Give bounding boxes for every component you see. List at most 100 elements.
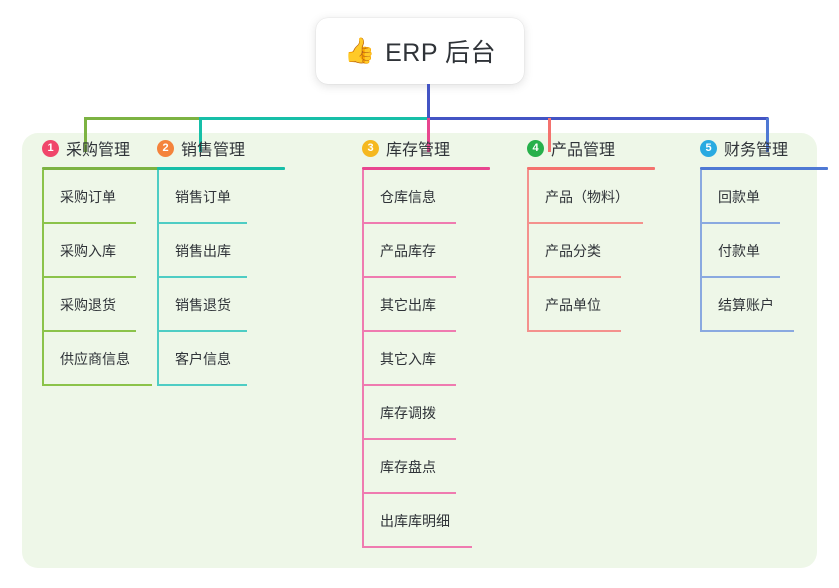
branch-items-5: 回款单 付款单 结算账户: [690, 170, 820, 332]
item-rule: [157, 222, 247, 224]
item-rule: [700, 222, 780, 224]
branch-underline-4: [527, 167, 655, 170]
item-rule: [362, 276, 456, 278]
branch-spine-3: [362, 170, 364, 548]
list-item[interactable]: 回款单: [690, 170, 820, 224]
branch-column-2: 2 销售管理 销售订单 销售出库 销售退货 客户信息: [147, 133, 285, 386]
thumbs-up-icon: 👍: [343, 36, 376, 65]
list-item[interactable]: 销售订单: [147, 170, 277, 224]
list-item[interactable]: 产品分类: [517, 224, 657, 278]
list-item[interactable]: 结算账户: [690, 278, 820, 332]
list-item[interactable]: 仓库信息: [352, 170, 492, 224]
item-label: 其它入库: [380, 351, 436, 367]
branch-underline-2: [157, 167, 285, 170]
diagram-panel: [22, 133, 817, 568]
branch-column-1: 1 采购管理 采购订单 采购入库 采购退货 供应商信: [32, 133, 170, 386]
branch-column-3: 3 库存管理 仓库信息 产品库存 其它出库 其它入库: [352, 133, 492, 548]
item-label: 回款单: [718, 189, 760, 205]
item-rule: [700, 330, 794, 332]
branch-underline-1: [42, 167, 170, 170]
item-label: 仓库信息: [380, 189, 436, 205]
item-label: 销售退货: [175, 297, 231, 313]
list-item[interactable]: 采购入库: [32, 224, 162, 278]
list-item[interactable]: 产品单位: [517, 278, 657, 332]
branch-underline-3: [362, 167, 490, 170]
item-rule: [157, 276, 247, 278]
list-item[interactable]: 销售退货: [147, 278, 277, 332]
branch-badge-1: 1: [42, 139, 59, 157]
item-rule: [157, 384, 247, 386]
list-item[interactable]: 销售出库: [147, 224, 277, 278]
root-node-title: ERP 后台: [385, 39, 497, 67]
columns-container: 1 采购管理 采购订单 采购入库 采购退货 供应商信: [22, 133, 828, 568]
branch-title-3: 库存管理: [386, 142, 451, 159]
list-item[interactable]: 其它出库: [352, 278, 492, 332]
item-label: 供应商信息: [60, 351, 130, 367]
item-rule: [42, 330, 136, 332]
list-item[interactable]: 供应商信息: [32, 332, 162, 386]
list-item[interactable]: 客户信息: [147, 332, 277, 386]
item-rule: [362, 438, 456, 440]
branch-column-5: 5 财务管理 回款单 付款单 结算账户: [690, 133, 828, 332]
list-item[interactable]: 产品库存: [352, 224, 492, 278]
item-label: 产品单位: [545, 297, 601, 313]
branch-spine-5: [700, 170, 702, 332]
item-label: 付款单: [718, 243, 760, 259]
branch-header-5[interactable]: 5 财务管理: [690, 133, 820, 163]
branch-badge-3: 3: [362, 139, 379, 157]
branch-header-3[interactable]: 3 库存管理: [352, 133, 492, 163]
list-item[interactable]: 采购订单: [32, 170, 162, 224]
branch-spine-2: [157, 170, 159, 386]
item-label: 其它出库: [380, 297, 436, 313]
list-item[interactable]: 付款单: [690, 224, 820, 278]
item-rule: [362, 384, 456, 386]
item-rule: [42, 276, 136, 278]
item-label: 库存盘点: [380, 459, 436, 475]
item-label: 采购退货: [60, 297, 116, 313]
item-label: 采购订单: [60, 189, 116, 205]
root-node-card[interactable]: 👍 ERP 后台: [316, 18, 524, 84]
item-label: 结算账户: [718, 297, 774, 313]
item-label: 出库库明细: [380, 513, 450, 529]
item-rule: [362, 330, 456, 332]
item-rule: [42, 222, 136, 224]
item-rule: [157, 330, 247, 332]
item-rule: [527, 330, 621, 332]
list-item[interactable]: 其它入库: [352, 332, 492, 386]
branch-badge-2: 2: [157, 139, 174, 157]
item-rule: [527, 276, 621, 278]
branch-header-1[interactable]: 1 采购管理: [32, 133, 162, 163]
item-rule: [700, 276, 780, 278]
list-item[interactable]: 出库库明细: [352, 494, 492, 548]
item-label: 产品分类: [545, 243, 601, 259]
item-label: 客户信息: [175, 351, 231, 367]
branch-items-3: 仓库信息 产品库存 其它出库 其它入库 库存调拨: [352, 170, 492, 548]
list-item[interactable]: 产品（物料）: [517, 170, 657, 224]
branch-badge-4: 4: [527, 139, 544, 157]
branch-column-4: 4 产品管理 产品（物料） 产品分类 产品单位: [517, 133, 657, 332]
branch-items-4: 产品（物料） 产品分类 产品单位: [517, 170, 657, 332]
list-item[interactable]: 库存盘点: [352, 440, 492, 494]
item-label: 销售订单: [175, 189, 231, 205]
branch-title-4: 产品管理: [551, 142, 616, 159]
branch-header-2[interactable]: 2 销售管理: [147, 133, 277, 163]
item-label: 销售出库: [175, 243, 231, 259]
item-label: 库存调拨: [380, 405, 436, 421]
list-item[interactable]: 库存调拨: [352, 386, 492, 440]
item-rule: [527, 222, 643, 224]
branch-underline-5: [700, 167, 828, 170]
list-item[interactable]: 采购退货: [32, 278, 162, 332]
item-rule: [362, 546, 472, 548]
item-label: 产品库存: [380, 243, 436, 259]
item-label: 采购入库: [60, 243, 116, 259]
branch-title-5: 财务管理: [724, 142, 789, 159]
branch-items-2: 销售订单 销售出库 销售退货 客户信息: [147, 170, 277, 386]
branch-badge-5: 5: [700, 139, 717, 157]
branch-spine-4: [527, 170, 529, 332]
item-rule: [362, 492, 456, 494]
branch-header-4[interactable]: 4 产品管理: [517, 133, 657, 163]
branch-spine-1: [42, 170, 44, 386]
item-rule: [362, 222, 456, 224]
branch-items-1: 采购订单 采购入库 采购退货 供应商信息: [32, 170, 162, 386]
